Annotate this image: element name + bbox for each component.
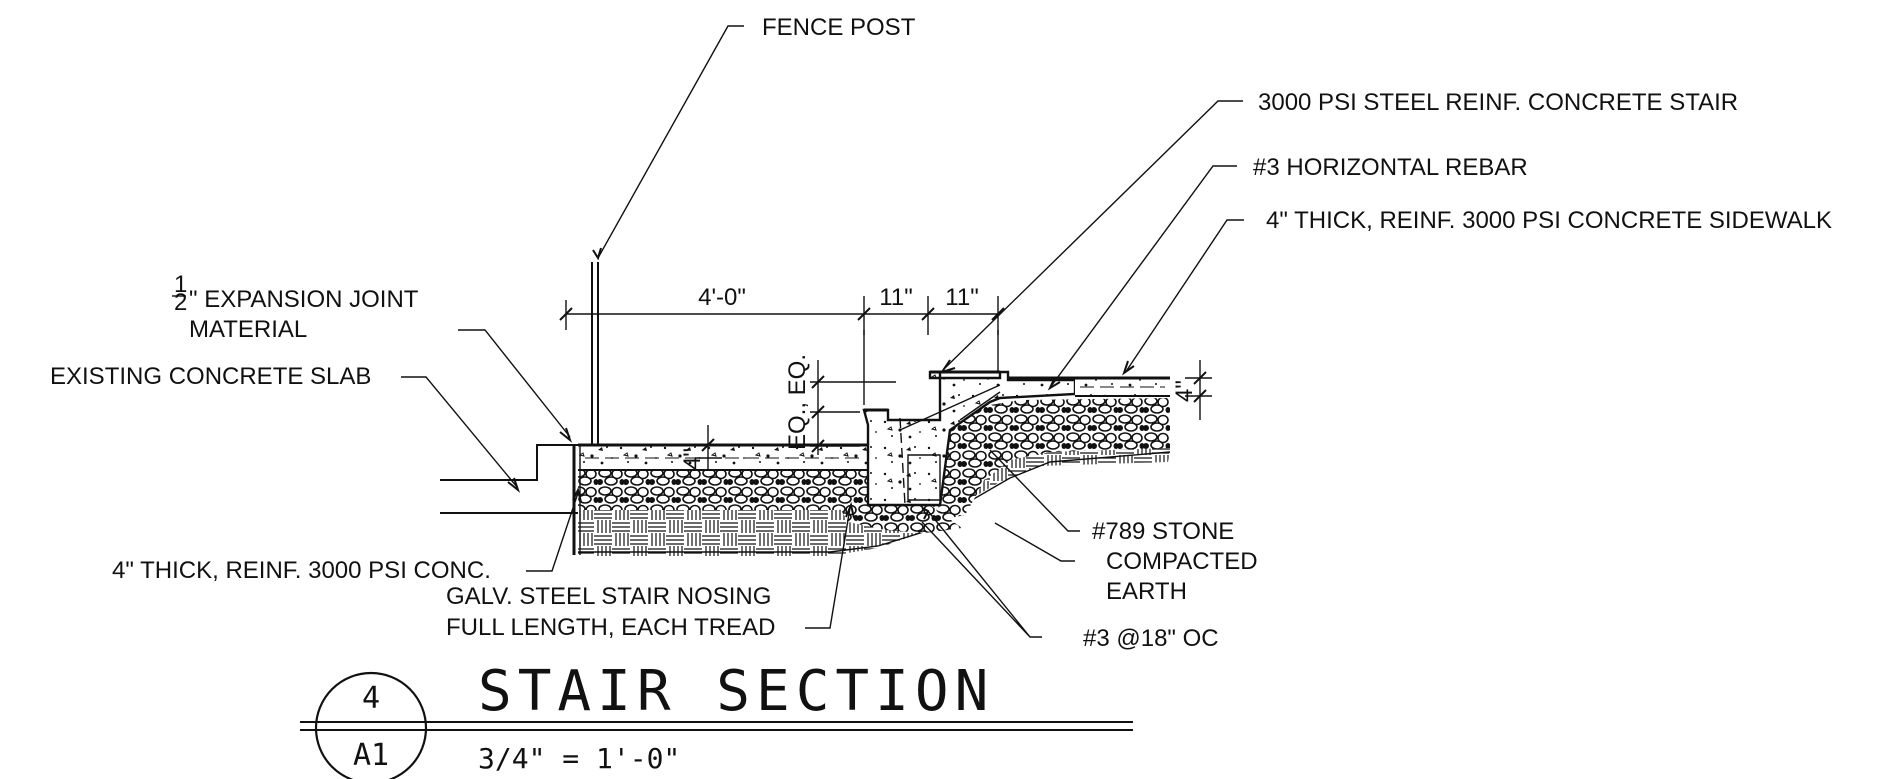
label-existing-slab: EXISTING CONCRETE SLAB bbox=[50, 363, 371, 390]
drawing-scale: 3/4" = 1'-0" bbox=[478, 742, 680, 775]
label-expansion-joint: 1 2 " EXPANSION JOINT MATERIAL bbox=[172, 271, 419, 343]
detail-bubble bbox=[314, 671, 428, 779]
dimension-lines bbox=[559, 296, 1212, 470]
dimension-sidewalk-thickness: 4" bbox=[1171, 380, 1198, 402]
sheet-number: A1 bbox=[353, 738, 389, 773]
existing-concrete-slab-outline bbox=[440, 444, 581, 555]
label-thick-conc: 4" THICK, REINF. 3000 PSI CONC. bbox=[112, 557, 491, 584]
dimension-slab-thickness: 4" bbox=[679, 448, 706, 470]
stone-base bbox=[578, 398, 1170, 533]
dimension-tread-2: 11" bbox=[945, 284, 978, 311]
label-sidewalk: 4" THICK, REINF. 3000 PSI CONCRETE SIDEW… bbox=[1266, 207, 1832, 234]
expansion-joint-line-1: " EXPANSION JOINT bbox=[189, 286, 419, 313]
label-concrete-stair: 3000 PSI STEEL REINF. CONCRETE STAIR bbox=[1258, 89, 1738, 116]
label-horizontal-rebar: #3 HORIZONTAL REBAR bbox=[1253, 154, 1528, 181]
dimension-overall: 4'-0" bbox=[698, 284, 746, 311]
dimension-tread-1: 11" bbox=[879, 284, 912, 311]
expansion-joint-line-2: MATERIAL bbox=[189, 316, 307, 343]
label-rebar-oc: #3 @18" OC bbox=[1083, 625, 1219, 652]
expansion-joint-fraction-denominator: 2 bbox=[174, 289, 187, 316]
label-stone: #789 STONE bbox=[1092, 518, 1234, 545]
label-earth-line-1: COMPACTED bbox=[1106, 548, 1258, 575]
detail-number: 4 bbox=[362, 681, 380, 716]
label-nosing-line-2: FULL LENGTH, EACH TREAD bbox=[446, 614, 775, 641]
label-fence-post: FENCE POST bbox=[762, 14, 916, 41]
fence-post bbox=[591, 262, 599, 445]
label-earth-line-2: EARTH bbox=[1106, 578, 1187, 605]
title-block: 4 A1 STAIR SECTION 3/4" = 1'-0" bbox=[300, 659, 1133, 779]
leader-lines bbox=[401, 25, 1244, 638]
label-nosing-line-1: GALV. STEEL STAIR NOSING bbox=[446, 583, 771, 610]
drawing-title: STAIR SECTION bbox=[478, 659, 994, 724]
expansion-joint-fraction-numerator: 1 bbox=[174, 271, 187, 298]
concrete-sidewalk-section bbox=[1008, 376, 1170, 397]
dimension-riser-eq: EQ., EQ. bbox=[784, 354, 811, 450]
concrete-slab-section bbox=[578, 443, 868, 471]
